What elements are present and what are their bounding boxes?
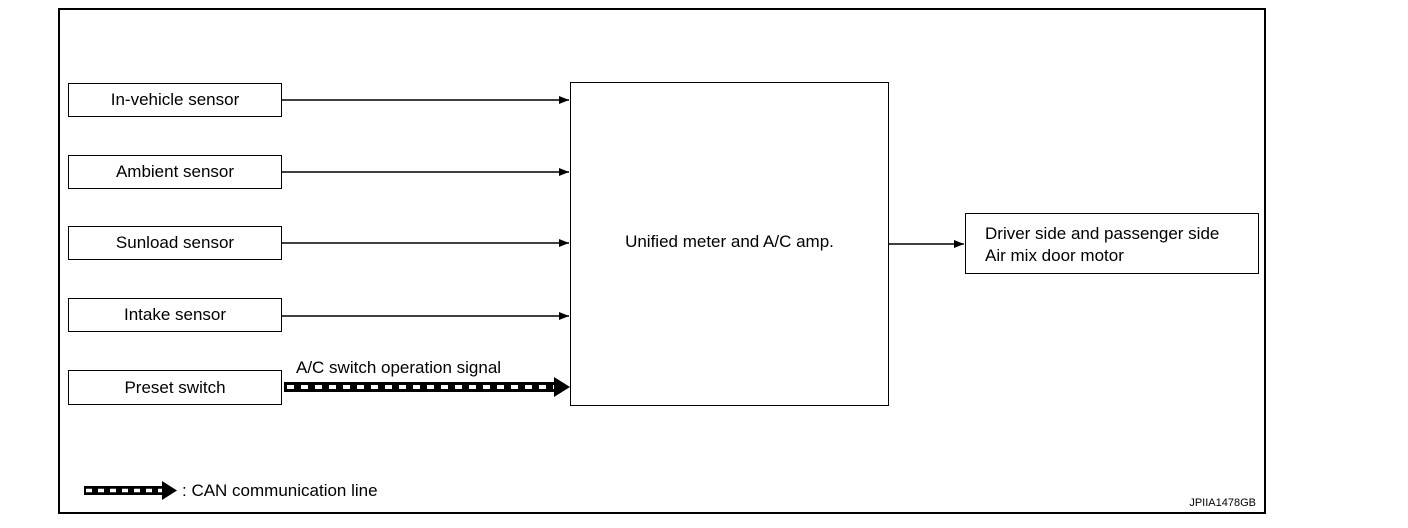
ambient-sensor-label: Ambient sensor [115,162,235,181]
legend-text: : CAN communication line [182,481,378,500]
output-line1: Driver side and passenger side [985,224,1220,243]
ambient-sensor-box: Ambient sensor [68,155,282,189]
can-legend-symbol [84,481,177,500]
sunload-sensor-box: Sunload sensor [68,226,282,260]
output-line2: Air mix door motor [985,246,1124,265]
diagram-frame [58,8,1266,514]
controller-label: Unified meter and A/C amp. [625,232,834,251]
preset-switch-box: Preset switch [68,370,282,405]
air-mix-door-motor-box: Driver side and passenger side Air mix d… [965,213,1259,274]
can-line-preset-switch [284,377,570,397]
intake-sensor-label: Intake sensor [123,305,227,324]
signal-label: A/C switch operation signal [296,358,502,377]
sunload-sensor-label: Sunload sensor [115,233,235,252]
unified-meter-ac-amp-box: Unified meter and A/C amp. [570,82,889,406]
in-vehicle-sensor-box: In-vehicle sensor [68,83,282,117]
intake-sensor-box: Intake sensor [68,298,282,332]
preset-switch-label: Preset switch [124,377,226,397]
figure-code: JPIIA1478GB [1189,497,1256,509]
in-vehicle-sensor-label: In-vehicle sensor [110,90,240,109]
